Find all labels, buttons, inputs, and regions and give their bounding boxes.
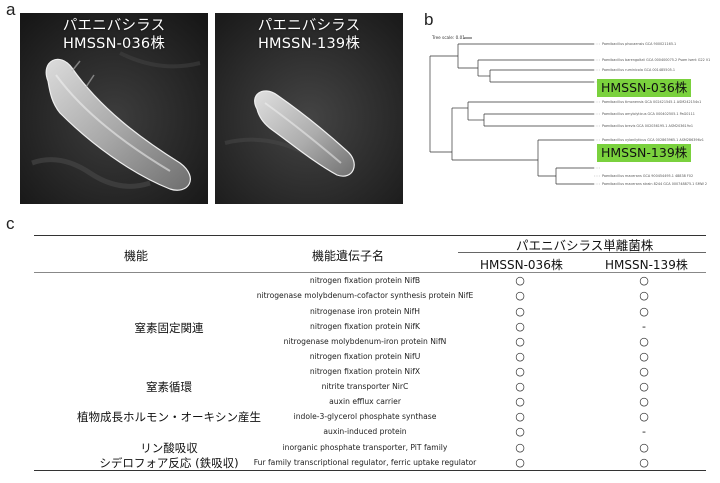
tree-branches xyxy=(429,37,594,185)
tree-leaf: Paenibacillus macerans strain 8244 GCA 0… xyxy=(602,182,707,186)
gene-name: nitrogen fixation protein NifB xyxy=(309,276,421,285)
gene-name: indole-3-glycerol phosphate synthase xyxy=(293,412,437,421)
mark-hmssn-036: ○ xyxy=(515,380,525,393)
function-label: 窒素固定関連 xyxy=(134,321,204,335)
mark-hmssn-139: ○ xyxy=(639,289,649,302)
header-function: 機能 xyxy=(124,249,149,263)
mark-hmssn-036: ○ xyxy=(515,289,525,302)
mark-hmssn-139: ○ xyxy=(639,380,649,393)
mark-hmssn-036: ○ xyxy=(515,410,525,423)
tree-scale-label: Tree scale: 0.01 xyxy=(431,35,465,40)
tree-leaf: Paenibacillus phocaensis GCA 900021165.1 xyxy=(602,42,676,46)
table-bottom-rule xyxy=(34,470,706,471)
mark-hmssn-139: ○ xyxy=(639,350,649,363)
tree-leaf: Paenibacillus ruminicola GCA 001485505.1 xyxy=(602,68,675,72)
gene-name: inorganic phosphate transporter, PiT fam… xyxy=(282,443,448,452)
mark-hmssn-139: - xyxy=(642,425,646,438)
function-label: リン酸吸収 xyxy=(140,441,198,455)
mark-hmssn-139: ○ xyxy=(639,335,649,348)
header-bottom-rule xyxy=(34,272,706,273)
tree-leaf: Paenibacillus macerans GCA 900454495.1 4… xyxy=(602,174,693,178)
tree-leaf: Paenibacillus brevis GCA 002036195.1 ASM… xyxy=(602,124,693,128)
header-group-rule xyxy=(458,252,706,253)
header-strain-hmssn-036: HMSSN-036株 xyxy=(480,258,563,272)
mark-hmssn-036: ○ xyxy=(515,441,525,454)
sem-photo-036 xyxy=(20,13,208,204)
gene-name: auxin-induced protein xyxy=(323,427,407,436)
mark-hmssn-036: ○ xyxy=(515,274,525,287)
gene-name: nitrogenase iron protein NifH xyxy=(309,307,421,316)
sem-photo-139 xyxy=(215,13,403,204)
sem-label-036-line2: HMSSN-036株 xyxy=(62,36,166,52)
gene-name: nitrogenase molybdenum-iron protein NifN xyxy=(283,337,447,346)
panel-label-c: c xyxy=(6,214,15,233)
gene-name: nitrogen fixation protein NifU xyxy=(309,352,421,361)
function-label: 窒素循環 xyxy=(146,380,192,394)
header-strain-group: パエニバシラス単離菌株 xyxy=(516,238,654,253)
sem-image-hmssn-139: パエニバシラス HMSSN-139株 xyxy=(215,13,403,204)
tree-leaf: Paenibacillus xylanilyticus GCA 00286396… xyxy=(602,138,704,142)
tree-leaf: Paenibacillus amylolyticus GCA 000402505… xyxy=(602,112,695,116)
sem-label-036-line1: パエニバシラス xyxy=(62,18,166,34)
tree-leaf: Paenibacillus timonensis GCA 002421545.1… xyxy=(602,100,701,104)
sem-label-139-line1: パエニバシラス xyxy=(257,18,361,34)
gene-name: nitrogen fixation protein NifX xyxy=(309,367,421,376)
mark-hmssn-139: ○ xyxy=(639,410,649,423)
gene-name: nitrogen fixation protein NifK xyxy=(310,322,420,331)
mark-hmssn-036: ○ xyxy=(515,350,525,363)
gene-name: nitrite transporter NirC xyxy=(321,382,409,391)
gene-name: nitrogenase molybdenum-cofactor synthesi… xyxy=(256,291,474,300)
mark-hmssn-139: ○ xyxy=(639,305,649,318)
mark-hmssn-036: ○ xyxy=(515,335,525,348)
function-label: シデロフォア反応 (鉄吸収) xyxy=(99,456,239,470)
mark-hmssn-139: ○ xyxy=(639,274,649,287)
panel-label-a: a xyxy=(6,0,16,19)
mark-hmssn-036: ○ xyxy=(515,320,525,333)
gene-name: Fur family transcriptional regulator, fe… xyxy=(253,458,477,467)
sem-label-139-line2: HMSSN-139株 xyxy=(257,36,361,52)
sem-image-hmssn-036: パエニバシラス HMSSN-036株 xyxy=(20,13,208,204)
header-gene: 機能遺伝子名 xyxy=(312,249,385,263)
mark-hmssn-036: ○ xyxy=(515,395,525,408)
phylogenetic-tree: Tree scale: 0.01 Paenibacillus phocaensi… xyxy=(429,35,710,186)
tree-leaf-guides xyxy=(594,43,600,185)
mark-hmssn-139: ○ xyxy=(639,395,649,408)
mark-hmssn-139: - xyxy=(642,320,646,333)
function-label: 植物成長ホルモン・オーキシン産生 xyxy=(77,410,261,424)
mark-hmssn-139: ○ xyxy=(639,441,649,454)
table-top-rule xyxy=(34,235,706,236)
tree-leaf: Paenibacillus barengoltzii GCA 000400075… xyxy=(602,58,710,62)
mark-hmssn-139: ○ xyxy=(639,456,649,469)
tree-highlight-hmssn-036: HMSSN-036株 xyxy=(597,79,692,97)
panel-label-b: b xyxy=(424,10,434,29)
mark-hmssn-036: ○ xyxy=(515,456,525,469)
mark-hmssn-036: ○ xyxy=(515,305,525,318)
header-strain-hmssn-139: HMSSN-139株 xyxy=(605,258,688,272)
mark-hmssn-036: ○ xyxy=(515,425,525,438)
mark-hmssn-036: ○ xyxy=(515,365,525,378)
tree-highlight-hmssn-139: HMSSN-139株 xyxy=(597,144,692,162)
gene-name: auxin efflux carrier xyxy=(329,397,401,406)
mark-hmssn-139: ○ xyxy=(639,365,649,378)
